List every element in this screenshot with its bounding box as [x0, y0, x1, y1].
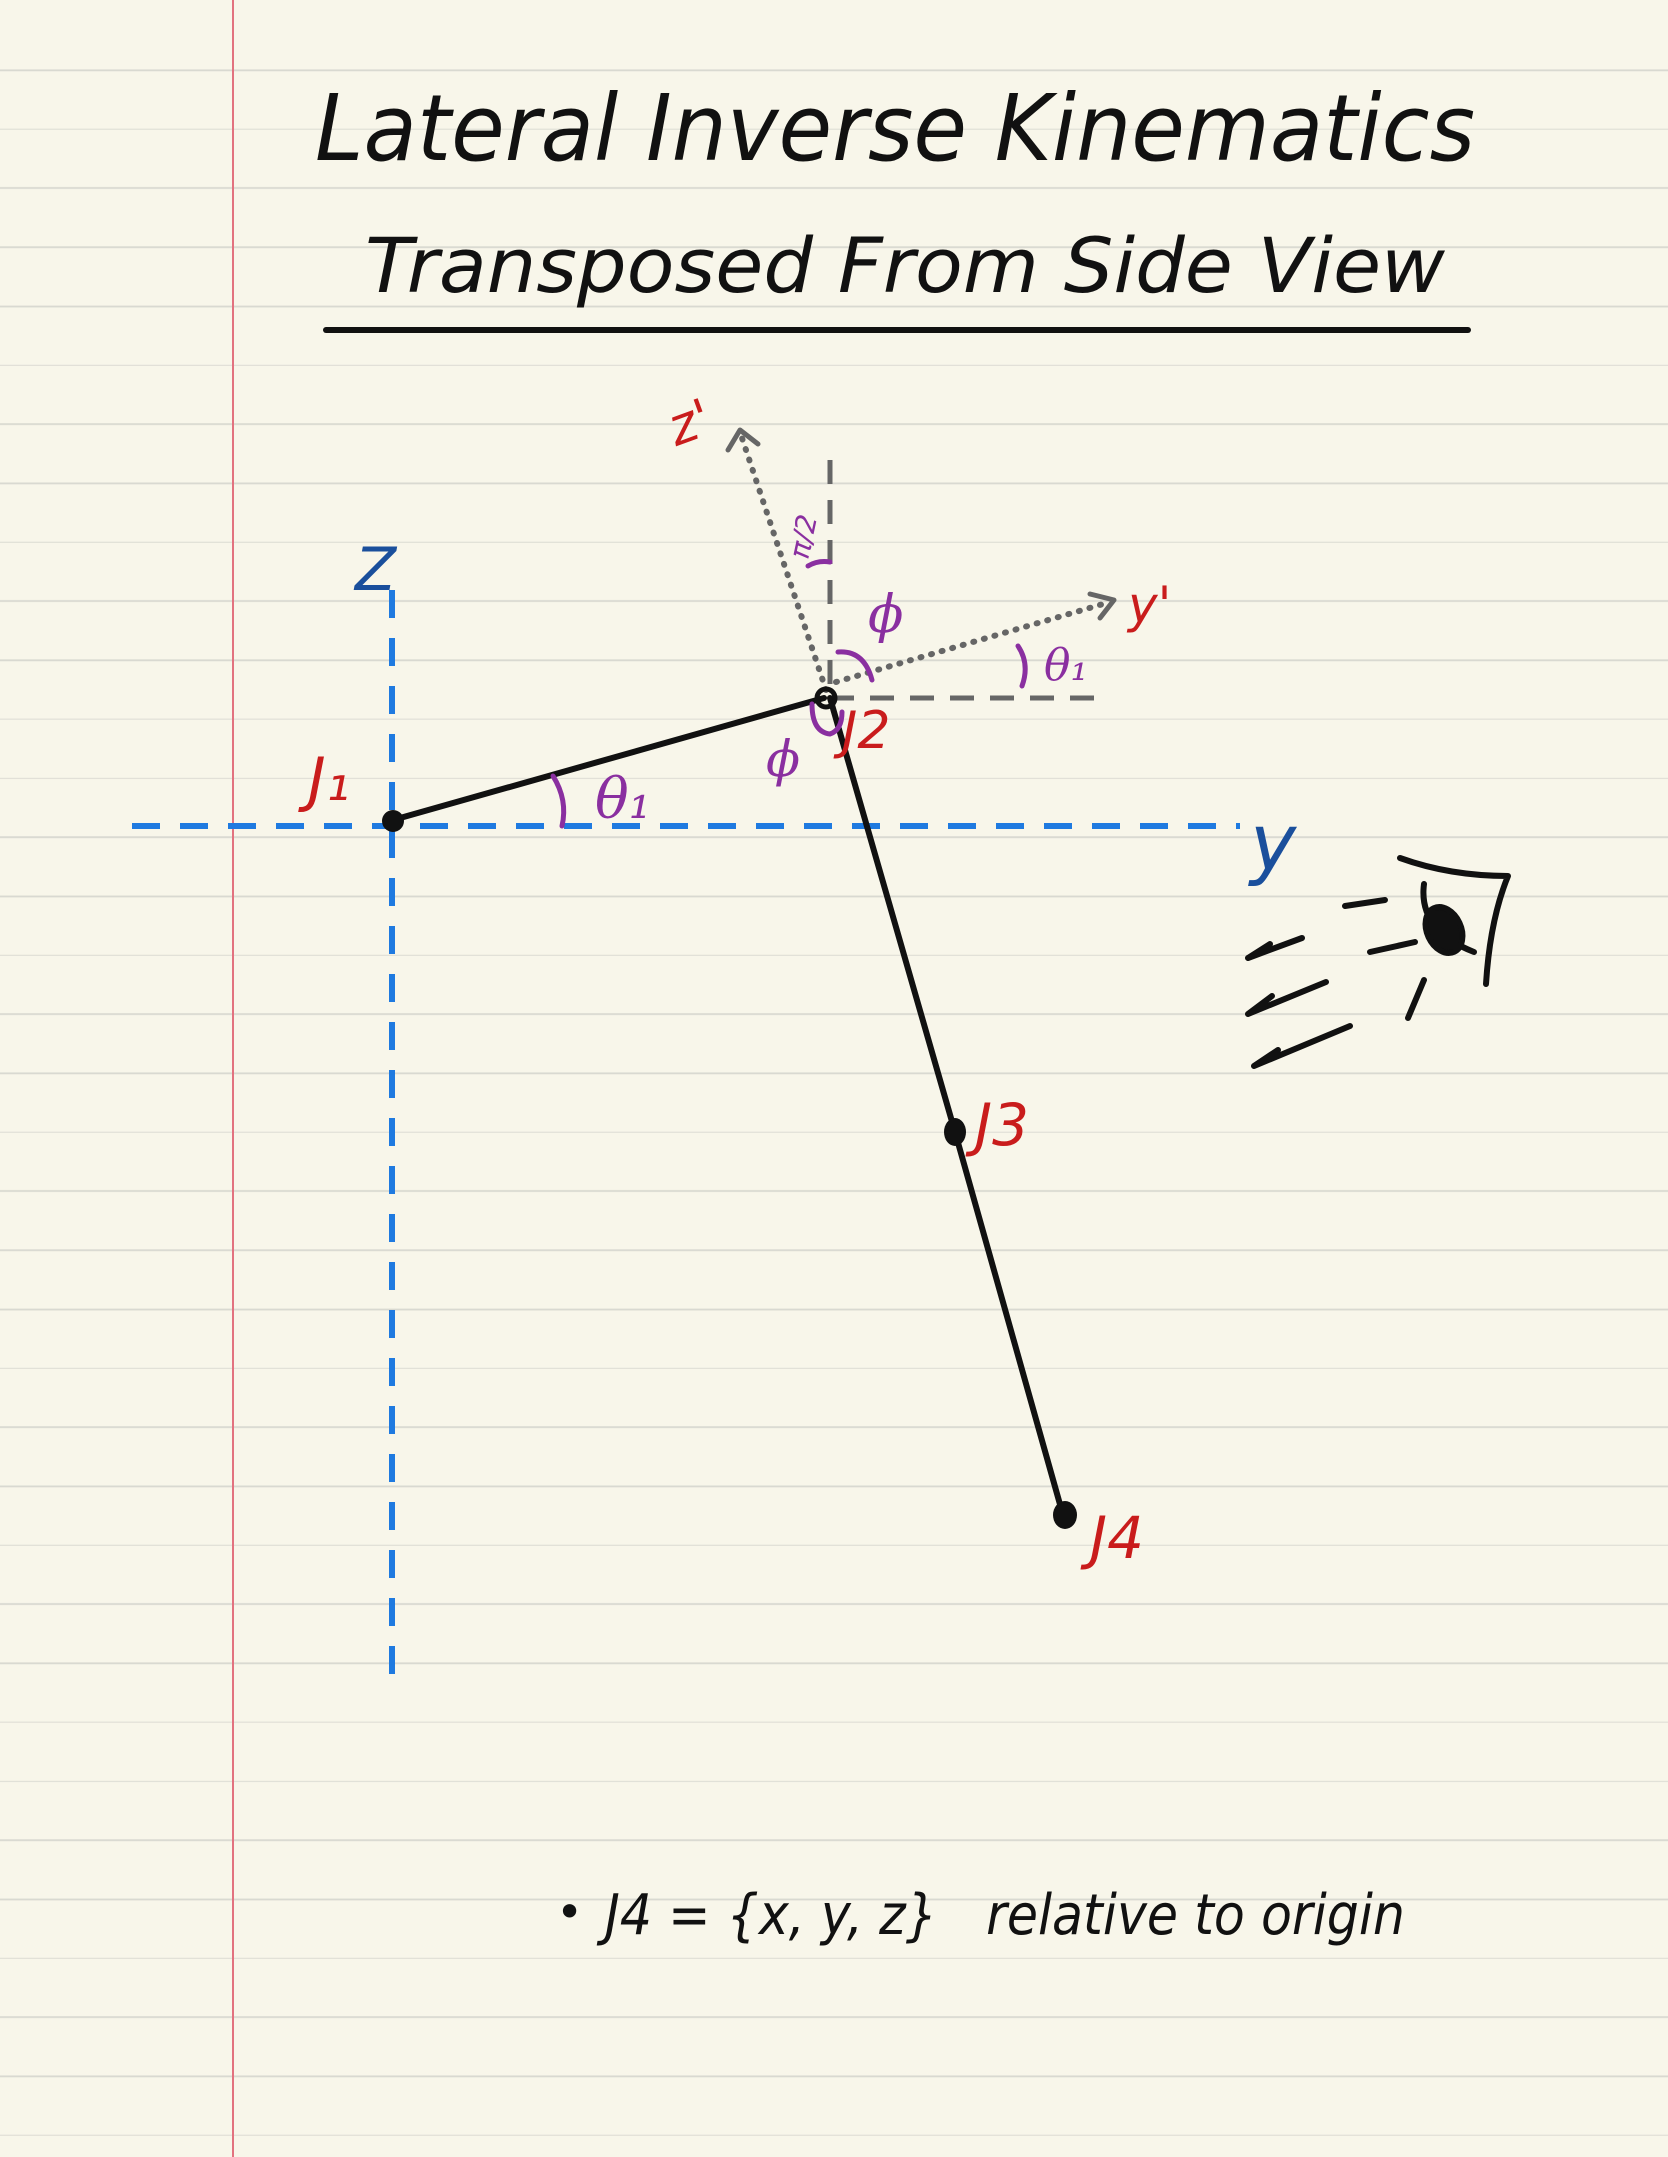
- z-prime-label: z': [659, 388, 720, 459]
- joint-j2: [814, 686, 838, 710]
- phi-label-upper: ϕ: [868, 585, 903, 645]
- joint-j1: [382, 810, 404, 832]
- phi-label-lower: ϕ: [766, 730, 800, 788]
- margin-line: [232, 0, 234, 2157]
- link-j1-j2: [390, 695, 827, 823]
- joint-j1-label: J₁: [298, 745, 350, 815]
- joint-j4: [1053, 1501, 1077, 1529]
- eye-icon: [1245, 855, 1511, 1069]
- y-prime-arrowhead: [1087, 591, 1117, 621]
- link-j3-j4: [952, 1129, 1066, 1518]
- theta-arc-j1: [550, 773, 567, 829]
- note-text: J4 = {x, y, z} relative to origin: [596, 1883, 1405, 1948]
- joint-j3: [944, 1118, 966, 1146]
- y-prime-label: y': [1126, 576, 1171, 634]
- phi-arc-upper: [835, 649, 875, 683]
- theta-label-j2: θ₁: [1044, 640, 1088, 691]
- joint-j4-label: J4: [1080, 1504, 1144, 1572]
- title-line-2: Transposed From Side View: [365, 221, 1446, 310]
- link-j2-j3: [827, 695, 958, 1135]
- title-line-1: Lateral Inverse Kinematics: [315, 75, 1475, 182]
- pi-half-arc: [805, 559, 833, 569]
- theta-arc-j2: [1015, 643, 1028, 689]
- y-prime-axis: [833, 599, 1113, 685]
- phi-arc-lower: [809, 701, 845, 737]
- z-axis-label: Z: [353, 535, 398, 605]
- pi-half-label: π/2: [783, 512, 824, 562]
- theta-label-j1: θ₁: [595, 767, 651, 832]
- note-bullet: •: [556, 1885, 583, 1939]
- y-axis-label: y: [1248, 799, 1298, 889]
- z-prime-axis: [737, 429, 829, 693]
- joint-j3-label: J3: [965, 1091, 1029, 1159]
- z-prime-arrowhead: [725, 427, 761, 453]
